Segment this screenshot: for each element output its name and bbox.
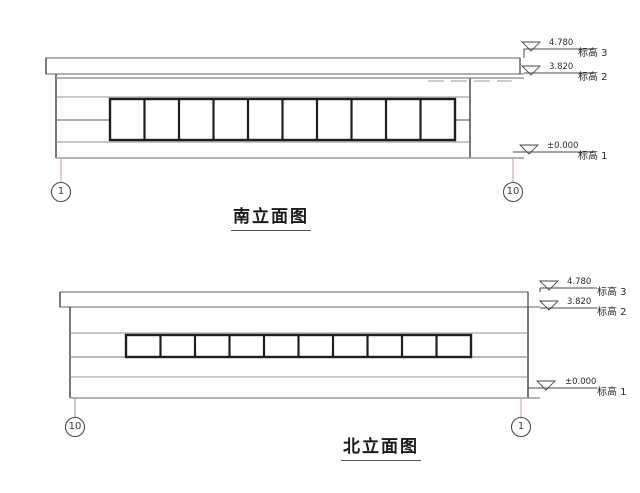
north-grid-bubble-left-label: 10 <box>68 421 82 432</box>
south-level2-name: 标高 2 <box>578 72 608 83</box>
south-window-band <box>108 97 457 142</box>
south-level-marker-2 <box>521 65 593 76</box>
south-wall-body <box>55 74 524 159</box>
south-level3-value: 4.780 <box>549 38 574 48</box>
north-level3-name: 标高 3 <box>597 287 627 298</box>
north-level-marker-3 <box>539 280 597 292</box>
north-wall-body <box>69 307 540 399</box>
north-level3-value: 4.780 <box>567 277 592 287</box>
south-elevation-title: 南立面图 <box>231 208 311 231</box>
north-level-marker-2 <box>539 300 597 311</box>
north-elevation-title-block: 北立面图 <box>296 438 466 461</box>
south-grid-axis-right[interactable] <box>502 158 524 203</box>
south-level1-value: ±0.000 <box>547 141 579 151</box>
north-grid-axis-left[interactable] <box>64 398 86 438</box>
north-level2-value: 3.820 <box>567 297 592 307</box>
north-elevation-title: 北立面图 <box>341 438 421 461</box>
south-grid-bubble-left-label: 1 <box>57 186 65 197</box>
south-parapet <box>45 57 524 75</box>
south-grid-bubble-right-label: 10 <box>506 186 520 197</box>
south-level3-name: 标高 3 <box>578 48 608 59</box>
north-level2-name: 标高 2 <box>597 307 627 318</box>
south-elevation-drawing <box>45 41 593 203</box>
north-elevation-drawing <box>59 280 597 438</box>
south-elevation-title-block: 南立面图 <box>186 208 356 231</box>
south-level-marker-3 <box>521 41 593 58</box>
north-grid-bubble-right-label: 1 <box>517 421 525 432</box>
north-level1-name: 标高 1 <box>597 387 627 398</box>
south-level1-name: 标高 1 <box>578 151 608 162</box>
south-level2-value: 3.820 <box>549 62 574 72</box>
north-level1-value: ±0.000 <box>565 377 597 387</box>
north-parapet <box>59 291 540 308</box>
north-grid-axis-right[interactable] <box>510 398 532 438</box>
south-facade-bands <box>56 96 470 143</box>
north-window-band <box>124 333 473 359</box>
south-grid-axis-left[interactable] <box>50 158 72 203</box>
north-level-marker-1 <box>528 380 597 391</box>
south-level-marker-1 <box>513 144 593 155</box>
